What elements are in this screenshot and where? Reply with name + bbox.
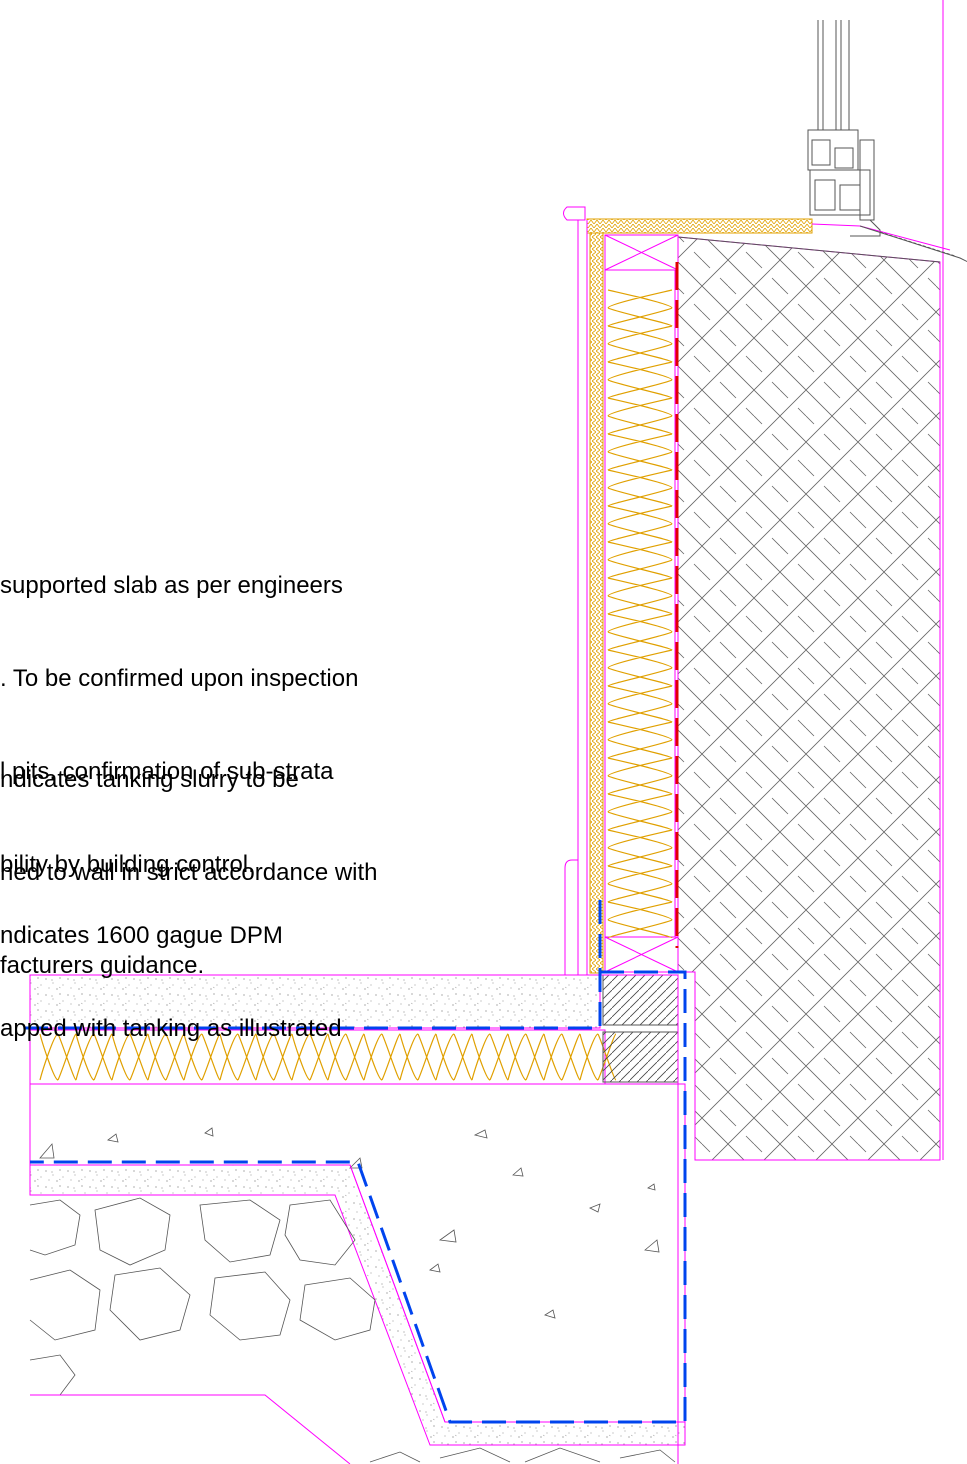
note-line: hed to wall in strict accordance with [0, 859, 378, 886]
hardcore-fill [29, 1197, 676, 1463]
note-line: l pits. confirmation of sub-strata [0, 758, 334, 785]
timber-batten-top [604, 234, 679, 271]
wall-base-blocks [602, 974, 679, 1083]
plasterboard-strip [589, 232, 604, 974]
note-line: facturers guidance. [0, 952, 205, 979]
note-line: supported slab as per engineers [0, 572, 343, 599]
wall-insulation-loops [607, 289, 673, 939]
note-slab: supported slab as per engineers . To be … [0, 508, 358, 911]
insulation-wall [604, 269, 676, 938]
window-sill [563, 206, 967, 263]
note-tanking: ndicates tanking slurry to be hed to wal… [0, 702, 378, 1012]
note-line: apped with tanking as illustrated [0, 1015, 342, 1042]
window-frame [807, 20, 881, 237]
floor-screed [29, 974, 601, 1029]
note-line: ndicates 1600 gague DPM [0, 922, 283, 949]
note-line: . To be confirmed upon inspection [0, 665, 359, 692]
wall-finish-lines [564, 220, 588, 975]
insulation-loop [39, 1033, 617, 1081]
note-line: bility by building control. [0, 851, 255, 878]
insulation-loop [607, 289, 673, 939]
excavation-line [30, 1394, 351, 1464]
dpm-lines [18, 900, 687, 1424]
sand-blinding [29, 1164, 686, 1446]
timber-batten-bottom [604, 936, 679, 973]
note-dpm: ndicates 1600 gague DPM apped with tanki… [0, 858, 342, 1075]
masonry-wall [677, 236, 941, 1161]
note-line: ndicates tanking slurry to be [0, 766, 299, 793]
